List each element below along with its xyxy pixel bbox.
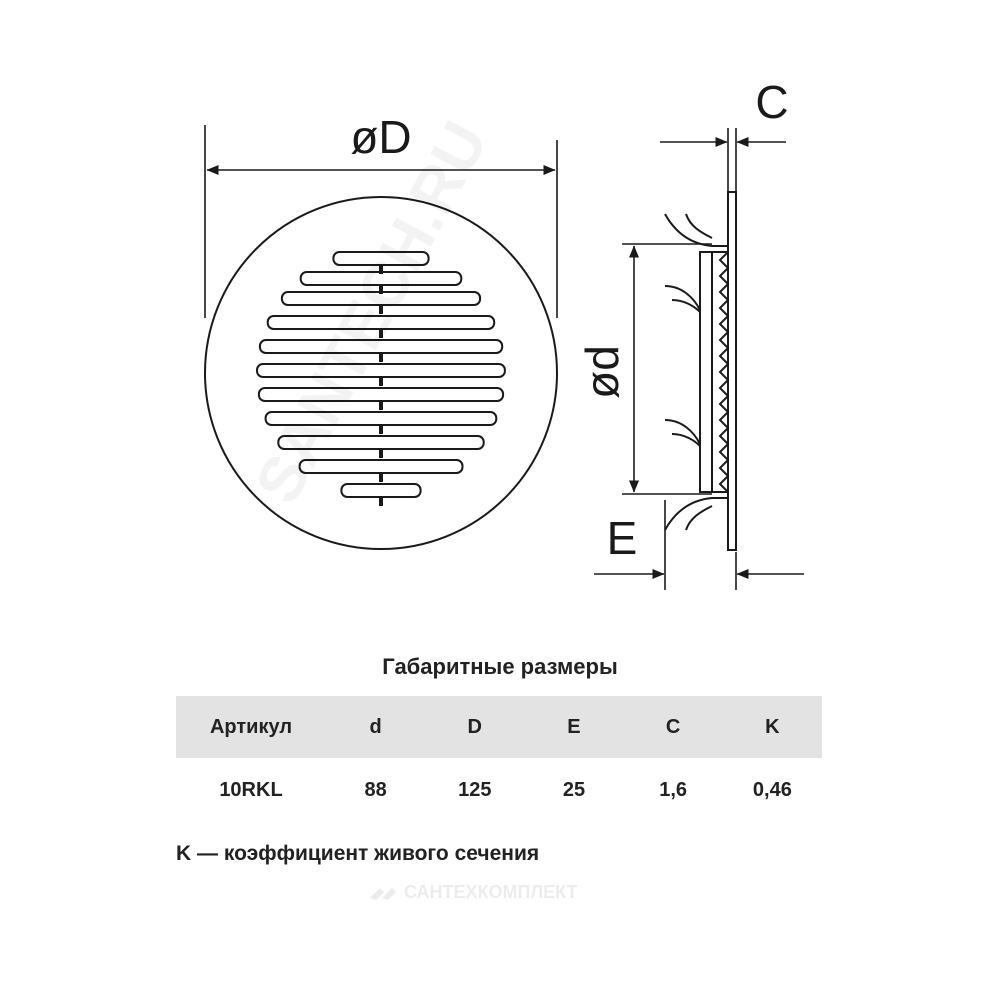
louver-clip <box>379 286 383 294</box>
dimension-depth <box>594 500 804 590</box>
cell-D: 125 <box>458 778 492 801</box>
louver-teeth <box>718 251 730 493</box>
label-inner-diameter: ød <box>576 345 628 399</box>
louver-slat <box>257 387 505 402</box>
label-outer-diameter: øD <box>350 111 411 163</box>
louver-slat <box>258 339 504 354</box>
sleeve <box>699 251 713 493</box>
louver-slat <box>256 363 506 378</box>
header-D: D <box>425 696 525 758</box>
brand-name: САНТЕХКОМПЛЕКТ <box>404 882 578 902</box>
louver-clip <box>379 498 383 506</box>
technical-drawing: øD ød C E <box>204 76 804 590</box>
louver-clip <box>379 354 383 362</box>
louver-clip <box>379 266 383 274</box>
dimension-outer-diameter <box>204 125 558 318</box>
table-row: 10RKL 88 125 25 1,6 0,46 <box>176 758 822 822</box>
louver-clip <box>379 474 383 482</box>
louver-clip <box>379 378 383 386</box>
cell-d: 88 <box>364 778 387 801</box>
header-article: Артикул <box>176 696 326 758</box>
louver-slat <box>264 411 498 426</box>
flange <box>727 191 737 551</box>
label-depth: E <box>607 512 638 564</box>
louver-slat <box>298 459 464 474</box>
section-title: Габаритные размеры <box>382 654 618 679</box>
louver-clip <box>379 450 383 458</box>
cell-E: 25 <box>562 778 586 801</box>
louver-slat <box>340 483 422 498</box>
front-view <box>204 196 558 550</box>
louver-clip <box>379 330 383 338</box>
watermark-brand: САНТЕХКОМПЛЕКТ <box>368 882 578 903</box>
header-d: d <box>326 696 426 758</box>
table-header-row: Артикул d D E C K <box>176 696 822 758</box>
outer-rim <box>204 196 558 550</box>
header-K: K <box>722 696 822 758</box>
louver-clips <box>379 266 383 506</box>
louver-slats <box>256 251 506 498</box>
cell-C: 1,6 <box>659 778 688 801</box>
louver-teeth-line <box>718 251 730 493</box>
brand-logo-icon <box>370 887 396 900</box>
louver-slat <box>266 315 496 330</box>
dimensions-table: Артикул d D E C K 10RKL 88 125 25 1,6 0,… <box>176 696 822 822</box>
louver-clip <box>379 306 383 314</box>
footnote: K — коэффициент живого сечения <box>176 842 540 865</box>
louver-slat <box>277 435 485 450</box>
cell-article: 10RKL <box>219 778 283 801</box>
side-view <box>664 191 737 551</box>
dimension-inner-diameter <box>622 243 712 495</box>
louver-clip <box>379 402 383 410</box>
header-E: E <box>524 696 624 758</box>
header-C: C <box>623 696 723 758</box>
louver-slat <box>332 251 430 266</box>
dimension-thickness <box>660 128 786 192</box>
louver-clip <box>379 426 383 434</box>
label-thickness: C <box>755 76 788 128</box>
cell-K: 0,46 <box>752 778 792 801</box>
